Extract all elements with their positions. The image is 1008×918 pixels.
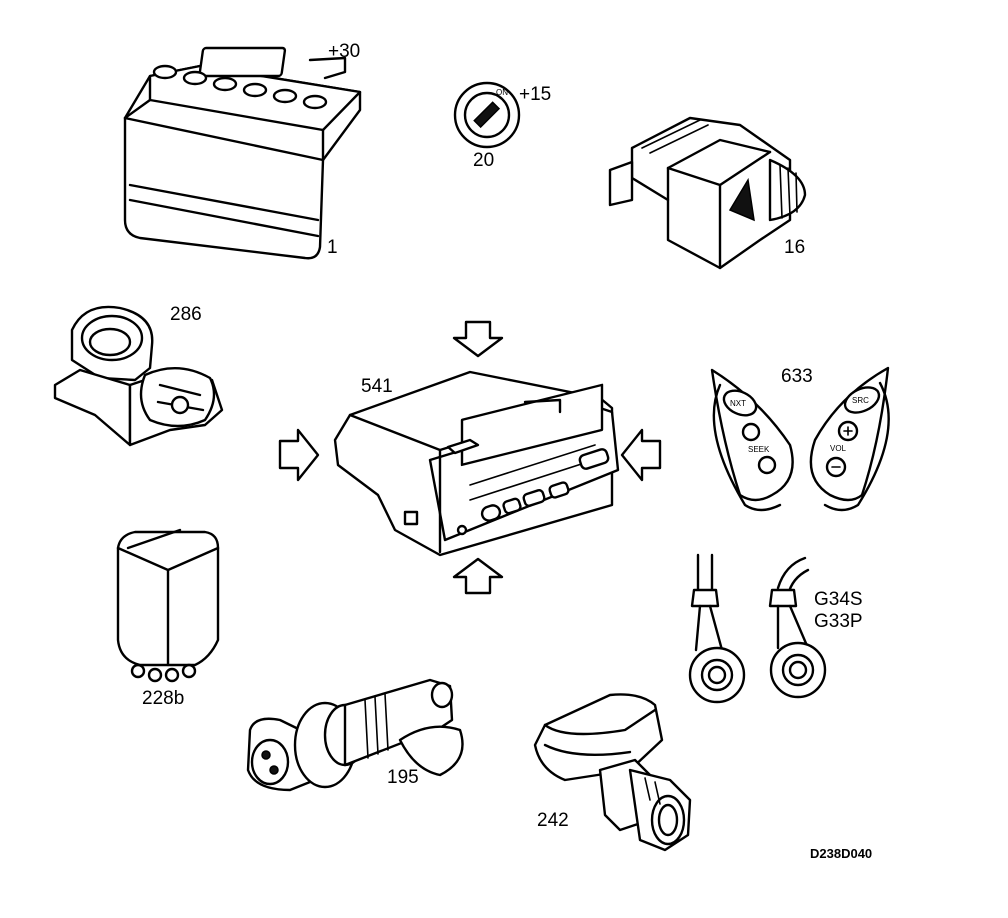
arrow-up-icon [452, 557, 504, 595]
relay-228b [116, 528, 220, 683]
ground-points [688, 553, 827, 704]
sensor-195 [246, 678, 464, 792]
relay-label: 228b [142, 688, 184, 709]
sensor-242-label: 242 [537, 810, 569, 831]
nxt-button-label: NXT [730, 399, 746, 408]
arrow-down-icon [452, 320, 504, 358]
sensor-286-label: 286 [170, 304, 202, 325]
steering-controls-label: 633 [781, 366, 813, 387]
arrow-left-icon [620, 428, 662, 482]
ignition-switch-label: 20 [473, 150, 494, 171]
battery-terminal-label: +30 [328, 41, 360, 62]
src-button-label: SRC [852, 396, 869, 405]
seek-label: SEEK [748, 445, 770, 454]
ignition-terminal-label: +15 [519, 84, 551, 105]
ignition-on-label: ON [496, 88, 508, 97]
steering-controls-633: NXT SEEK SRC VOL [710, 366, 890, 512]
vol-label: VOL [830, 444, 847, 453]
battery-label: 1 [327, 237, 338, 258]
light-switch-label: 16 [784, 237, 805, 258]
sensor-242 [533, 693, 692, 852]
arrow-right-icon [278, 428, 320, 482]
ignition-switch: ON [453, 81, 521, 149]
control-unit-541 [333, 370, 620, 557]
control-unit-label: 541 [361, 376, 393, 397]
sensor-286 [53, 305, 224, 447]
drawing-code: D238D040 [810, 846, 872, 861]
battery [123, 46, 362, 260]
ground-point-label-2: G33P [814, 611, 863, 632]
light-switch [608, 116, 807, 270]
ground-point-label-1: G34S [814, 589, 863, 610]
sensor-195-label: 195 [387, 767, 419, 788]
